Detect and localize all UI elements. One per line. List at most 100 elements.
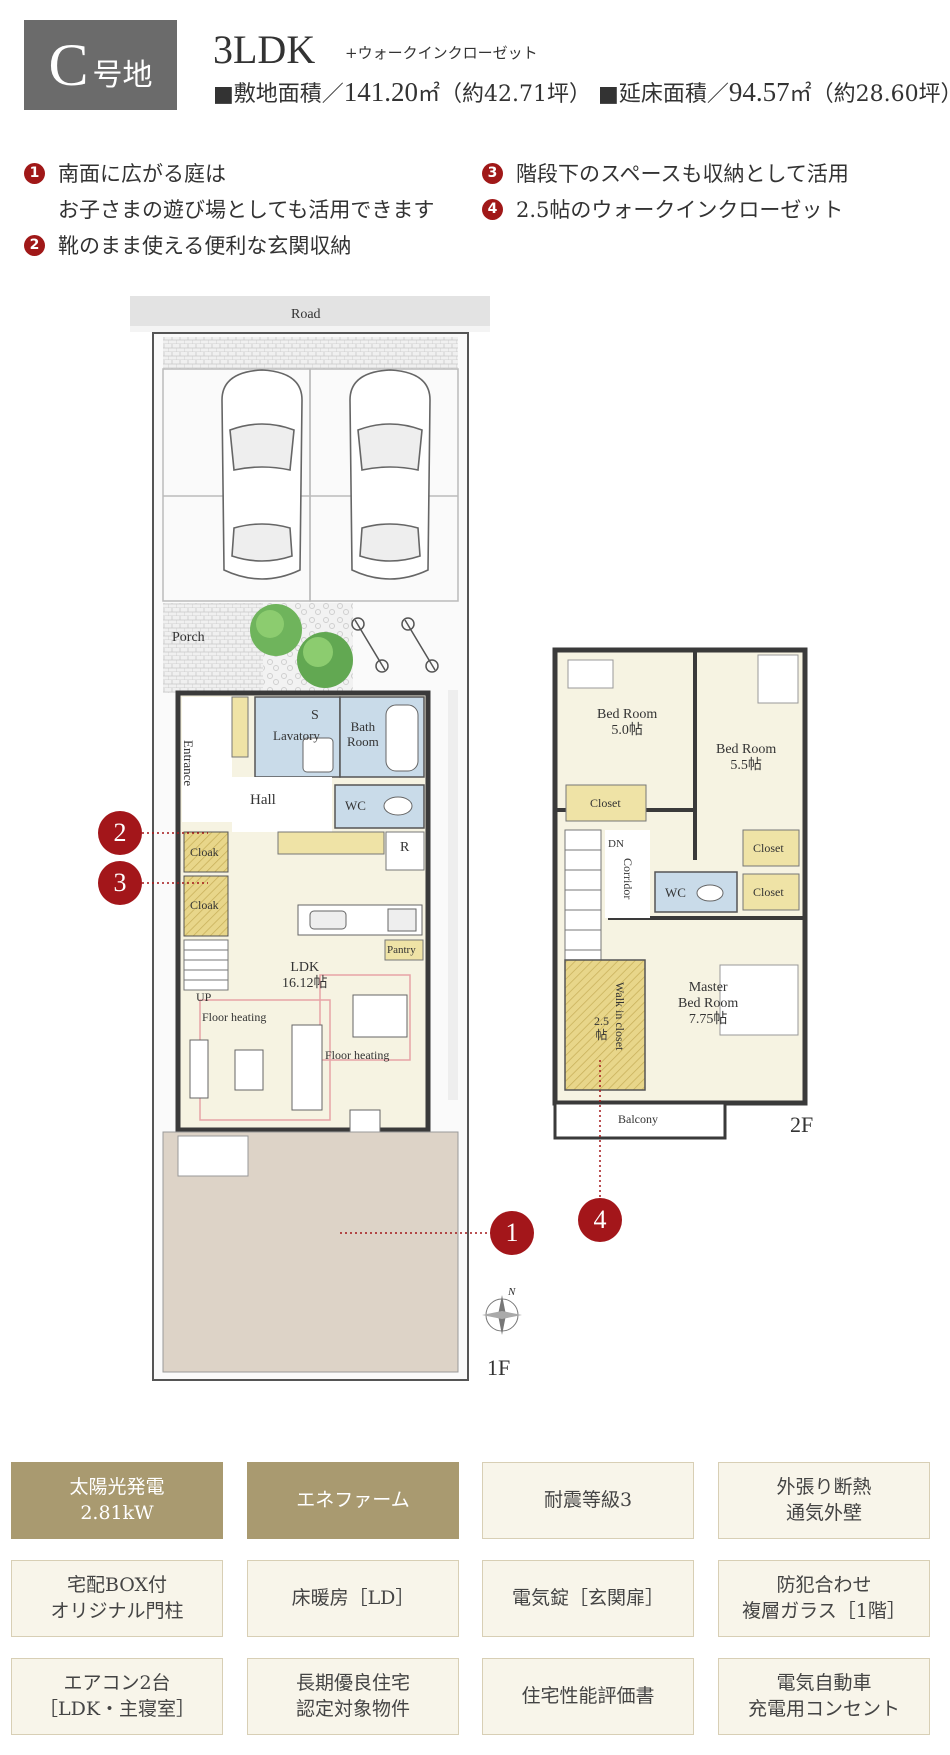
stairs-1f (183, 939, 229, 991)
equipment-tile: 床暖房［LD］ (247, 1560, 459, 1637)
balcony (553, 1101, 727, 1140)
car-left (221, 369, 303, 580)
parking (162, 368, 459, 602)
feature-text: 階段下のスペースも収納として活用 (516, 162, 849, 186)
feature-1: 1 南面に広がる庭は (24, 158, 226, 188)
refrigerator-label: R (400, 840, 410, 855)
layout-type: 3LDK (213, 27, 316, 72)
feature-text: お子さまの遊び場としても活用できます (58, 198, 435, 222)
road-label: Road (291, 307, 321, 322)
entrance-label: Entrance (181, 740, 196, 787)
dining-table (352, 994, 408, 1038)
tree-2 (297, 632, 353, 688)
equipment-tile: 太陽光発電 2.81kW (11, 1462, 223, 1539)
corridor (605, 830, 650, 918)
outdoor-unit (349, 1109, 381, 1133)
washbasin (302, 737, 334, 773)
equipment-tile: 耐震等級3 (482, 1462, 694, 1539)
corridor-label: Corridor (621, 858, 635, 900)
lot-suffix: 号地 (92, 58, 153, 93)
bed-master (719, 964, 799, 1036)
cooktop (387, 908, 417, 932)
closet-label-3: Closet (753, 885, 784, 899)
sofa (291, 1024, 323, 1111)
marker-4: 4 (578, 1198, 622, 1242)
equipment-tile: 長期優良住宅 認定対象物件 (247, 1658, 459, 1735)
equipment-tile: 宅配BOX付 オリジナル門柱 (11, 1560, 223, 1637)
bed-2 (757, 654, 799, 704)
feature-number: 2 (24, 234, 45, 256)
toilet (383, 796, 413, 816)
hall-label: Hall (250, 792, 276, 808)
approach-paving (163, 603, 263, 693)
area-info: ■敷地面積／141.20㎡（約42.71坪） ■延床面積／94.57㎡（約28.… (213, 76, 950, 108)
car-right (349, 369, 431, 580)
feature-number: 3 (482, 162, 503, 184)
feature-number: 4 (482, 198, 503, 220)
stairs-2f (564, 829, 602, 971)
sink (309, 910, 347, 930)
bathtub (385, 704, 419, 772)
walk-in-closet (564, 959, 646, 1091)
equipment-tile: 外張り断熱 通気外壁 (718, 1462, 930, 1539)
closet-label-1: Closet (590, 796, 621, 810)
feature-text: 2.5帖のウォークインクローゼット (516, 198, 844, 222)
entrance-storage (231, 696, 249, 758)
front-paving (163, 337, 458, 369)
feature-number: 1 (24, 162, 45, 184)
floor-plan (130, 296, 808, 1381)
bed-1 (567, 659, 614, 689)
balcony-label: Balcony (618, 1112, 658, 1126)
marker-3: 3 (98, 861, 142, 905)
coffee-table (234, 1049, 264, 1091)
refrigerator (385, 831, 425, 871)
pantry-label: Pantry (387, 944, 416, 956)
floor-area-unit: ㎡（約28.60坪） (789, 82, 950, 107)
equipment-tile: 防犯合わせ 複層ガラス［1階］ (718, 1560, 930, 1637)
lot-badge: C 号地 (24, 20, 177, 110)
dn-label: DN (608, 838, 624, 850)
site-area-label: ■敷地面積／ (213, 82, 344, 107)
floor-heating-area-2 (319, 974, 411, 1061)
road (130, 296, 490, 332)
marker-1: 1 (490, 1211, 534, 1255)
s-label: S (311, 708, 319, 723)
site-area-value: 141.20 (343, 77, 419, 107)
lavatory-label: Lavatory (273, 728, 320, 743)
leader-lines (142, 832, 601, 1234)
equipment-tile: 電気自動車 充電用コンセント (718, 1658, 930, 1735)
walkin-label: Walk in closet (613, 982, 627, 1051)
floor-heating-label-1: Floor heating (202, 1010, 267, 1024)
floor-area-value: 94.57 (728, 77, 790, 107)
closet-master (742, 873, 800, 911)
floor-heating-label-2: Floor heating (325, 1048, 390, 1062)
closet-bed1 (565, 784, 647, 822)
feature-4: 4 2.5帖のウォークインクローゼット (482, 194, 843, 224)
floor-area-label: ■延床面積／ (598, 82, 729, 107)
kitchen-storage (277, 831, 385, 855)
tv-stand (189, 1039, 209, 1099)
porch-label: Porch (172, 630, 205, 645)
feature-1-line2: お子さまの遊び場としても活用できます (58, 194, 434, 224)
bicycles (351, 617, 439, 673)
cloak-1 (183, 831, 229, 873)
feature-3: 3 階段下のスペースも収納として活用 (482, 158, 849, 188)
floor-1f-label: 1F (487, 1355, 511, 1380)
cloak-2 (183, 875, 229, 937)
site-area-unit: ㎡（約42.71坪） (418, 82, 592, 107)
tree-1 (250, 604, 302, 656)
terrace (177, 1135, 249, 1177)
up-label: UP (196, 990, 212, 1004)
equipment-tile: 住宅性能評価書 (482, 1658, 694, 1735)
toilet-2f (696, 884, 724, 902)
wc-2f-label: WC (665, 885, 686, 900)
marker-2: 2 (98, 811, 142, 855)
layout-extra: +ウォークインクローゼット (345, 44, 538, 62)
wc-2f (654, 871, 738, 913)
feature-text: 南面に広がる庭は (58, 162, 226, 186)
